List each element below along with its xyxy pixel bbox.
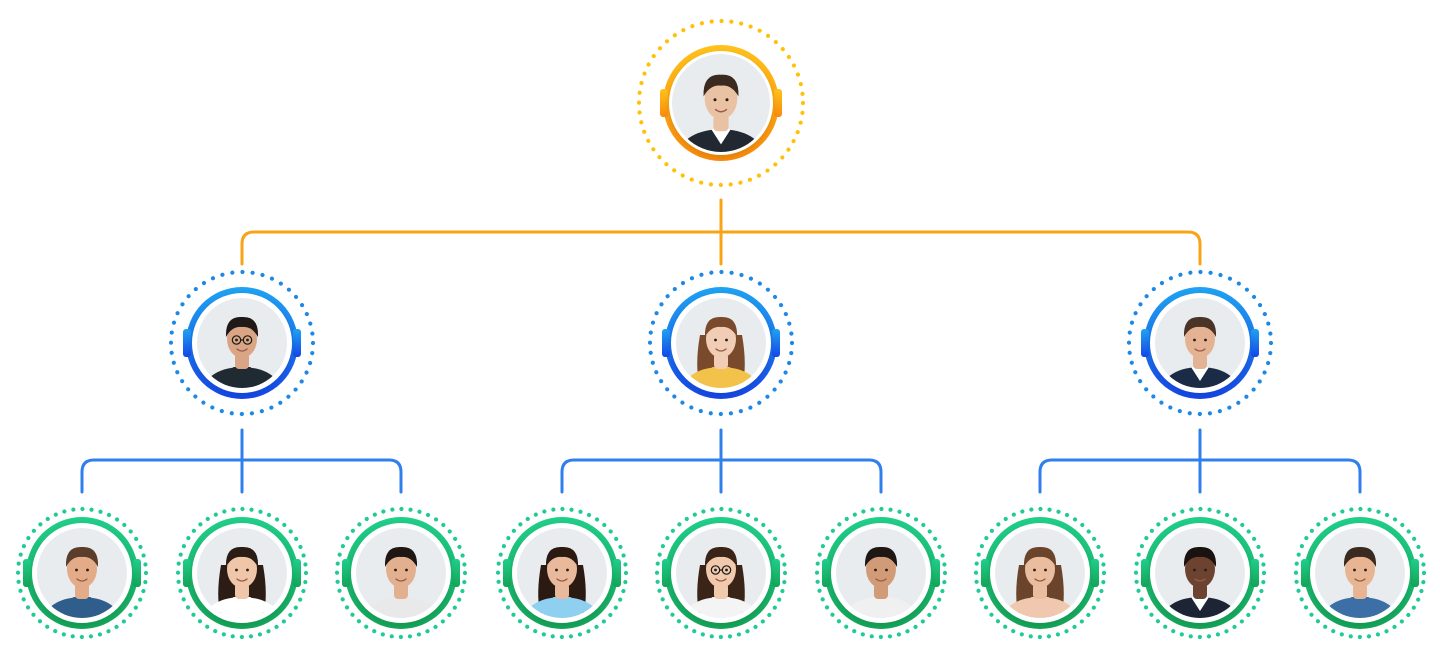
dotted-ring <box>168 269 316 417</box>
ring-tab-right <box>1251 559 1259 587</box>
ring-tab-left <box>342 559 350 587</box>
ring-tab-right <box>774 89 782 117</box>
avatar-woman-dark-hair-icon <box>197 528 287 618</box>
dotted-ring <box>1293 506 1427 640</box>
ring-tab-left <box>662 329 670 357</box>
ring-tab-left <box>822 559 830 587</box>
ring-tab-left <box>183 559 191 587</box>
dotted-ring <box>1126 269 1274 417</box>
org-node-staff-3[interactable] <box>334 506 468 641</box>
ring-tab-right <box>1251 329 1259 357</box>
ring-tab-right <box>133 559 141 587</box>
org-node-top-manager[interactable] <box>636 18 806 188</box>
ring-tab-left <box>23 559 31 587</box>
avatar-man-suit-smiling-icon <box>1155 298 1245 388</box>
ring-tab-left <box>1141 329 1149 357</box>
avatar-woman-mature-smiling-icon <box>995 528 1085 618</box>
dotted-ring <box>175 506 309 640</box>
dotted-ring <box>15 506 149 640</box>
avatar-man-dark-hair-stubble-icon <box>356 528 446 618</box>
org-node-staff-2[interactable] <box>175 506 309 641</box>
ring-tab-right <box>452 559 460 587</box>
avatar-man-casual-shirt-icon <box>1315 528 1405 618</box>
avatar-woman-glasses-icon <box>676 528 766 618</box>
avatar-woman-curly-hair-icon <box>517 528 607 618</box>
org-node-manager-left[interactable] <box>168 269 316 417</box>
org-node-staff-5[interactable] <box>654 506 788 641</box>
dotted-ring <box>647 269 795 417</box>
org-node-staff-8[interactable] <box>1133 506 1267 641</box>
org-node-staff-9[interactable] <box>1293 506 1427 641</box>
ring-tab-right <box>613 559 621 587</box>
dotted-ring <box>973 506 1107 640</box>
ring-tab-left <box>183 329 191 357</box>
ring-tab-right <box>293 559 301 587</box>
avatar-man-glasses-beard-icon <box>197 298 287 388</box>
ring-tab-right <box>772 559 780 587</box>
avatar-man-suit-dark-skin-icon <box>1155 528 1245 618</box>
dotted-ring <box>334 506 468 640</box>
ring-tab-right <box>293 329 301 357</box>
ring-tab-right <box>772 329 780 357</box>
connector-lines <box>80 198 1362 494</box>
ring-tab-left <box>662 559 670 587</box>
avatar-man-beard-denim-icon <box>37 528 127 618</box>
org-node-staff-1[interactable] <box>15 506 149 641</box>
ring-tab-left <box>503 559 511 587</box>
ring-tab-left <box>660 89 668 117</box>
org-node-manager-center[interactable] <box>647 269 795 417</box>
ring-tab-left <box>981 559 989 587</box>
org-node-staff-4[interactable] <box>495 506 629 641</box>
org-node-staff-6[interactable] <box>814 506 948 641</box>
avatar-man-dark-hair-suit-icon <box>672 54 770 152</box>
ring-tab-right <box>932 559 940 587</box>
avatar-man-smiling-beard-icon <box>836 528 926 618</box>
org-node-staff-7[interactable] <box>973 506 1107 641</box>
dotted-ring <box>814 506 948 640</box>
ring-tab-right <box>1411 559 1419 587</box>
dotted-ring <box>654 506 788 640</box>
org-node-manager-right[interactable] <box>1126 269 1274 417</box>
ring-tab-right <box>1091 559 1099 587</box>
dotted-ring <box>636 18 806 188</box>
ring-tab-left <box>1301 559 1309 587</box>
dotted-ring <box>495 506 629 640</box>
dotted-ring <box>1133 506 1267 640</box>
avatar-woman-long-brown-hair-icon <box>676 298 766 388</box>
ring-tab-left <box>1141 559 1149 587</box>
org-nodes <box>15 18 1427 641</box>
